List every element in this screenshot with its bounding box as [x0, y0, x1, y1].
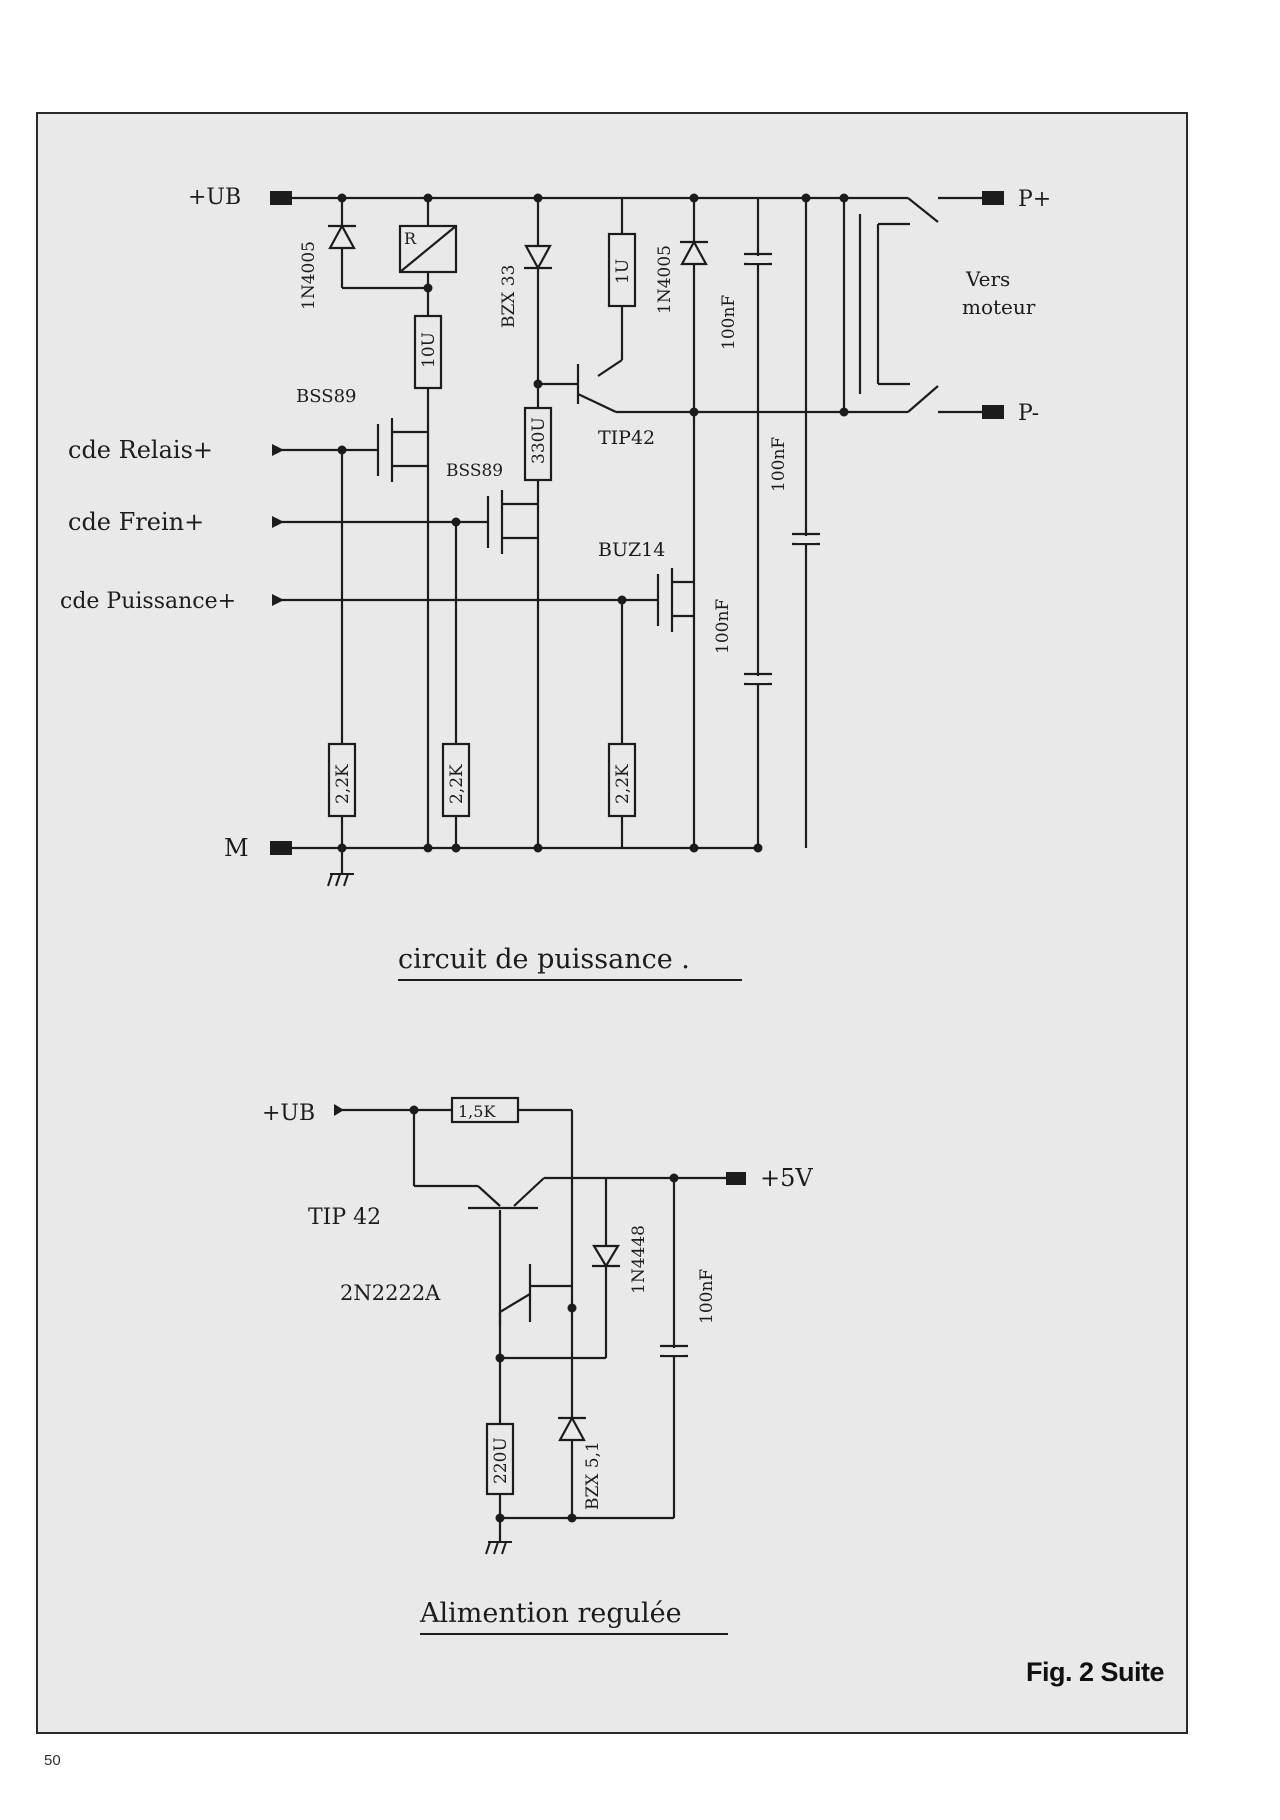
- label-reg-tip42: TIP 42: [308, 1205, 381, 1230]
- power-circuit-title: circuit de puissance .: [398, 944, 690, 975]
- label-input-brake: cde Frein+: [68, 508, 204, 536]
- label-cap2: 100nF: [769, 437, 789, 492]
- label-mos3: BUZ14: [598, 539, 665, 561]
- label-reg-output: +5V: [760, 1164, 813, 1192]
- label-reg-diode: 1N4448: [629, 1225, 649, 1294]
- label-p-plus: P+: [1018, 187, 1051, 212]
- label-reg-res-15k: 1,5K: [458, 1102, 496, 1121]
- page-number: 50: [44, 1752, 61, 1769]
- label-diode2: 1N4005: [655, 245, 675, 314]
- label-reg-input: +UB: [262, 1101, 315, 1126]
- label-res-330: 330U: [529, 417, 549, 464]
- schematic-drawing: +UB M P+ P- Vers moteur cde Relais+ cde …: [60, 185, 1051, 1635]
- label-reg-zener: BZX 5,1: [583, 1441, 603, 1510]
- label-res-2k2-a: 2,2K: [333, 764, 353, 804]
- label-res-2k2-b: 2,2K: [447, 764, 467, 804]
- regulated-supply-title: Alimention regulée: [419, 1598, 682, 1629]
- label-cap1: 100nF: [719, 295, 739, 350]
- label-reg-res-220: 220U: [491, 1437, 511, 1484]
- label-zener: BZX 33: [499, 265, 519, 328]
- label-p-minus: P-: [1018, 401, 1039, 426]
- label-res-2k2-c: 2,2K: [613, 764, 633, 804]
- figure-label: Fig. 2 Suite: [1025, 1657, 1165, 1687]
- label-input-relay: cde Relais+: [68, 436, 213, 464]
- label-res-10: 10U: [419, 332, 439, 368]
- label-ground-m: M: [224, 834, 249, 862]
- label-mos1: BSS89: [296, 386, 356, 407]
- label-diode1: 1N4005: [299, 241, 319, 310]
- label-mos2: BSS89: [446, 461, 503, 481]
- label-input-power: cde Puissance+: [60, 589, 236, 614]
- figure-frame: +UB M P+ P- Vers moteur cde Relais+ cde …: [36, 112, 1188, 1734]
- label-tip42: TIP42: [598, 427, 655, 449]
- label-motor-1: Vers: [965, 267, 1010, 291]
- label-motor-2: moteur: [962, 295, 1036, 319]
- label-cap3: 100nF: [713, 599, 733, 654]
- label-reg-npn: 2N2222A: [340, 1281, 441, 1305]
- label-relay: R: [404, 229, 417, 248]
- label-reg-cap: 100nF: [697, 1269, 717, 1324]
- label-plus-ub: +UB: [188, 185, 241, 210]
- label-res-1: 1U: [613, 259, 633, 284]
